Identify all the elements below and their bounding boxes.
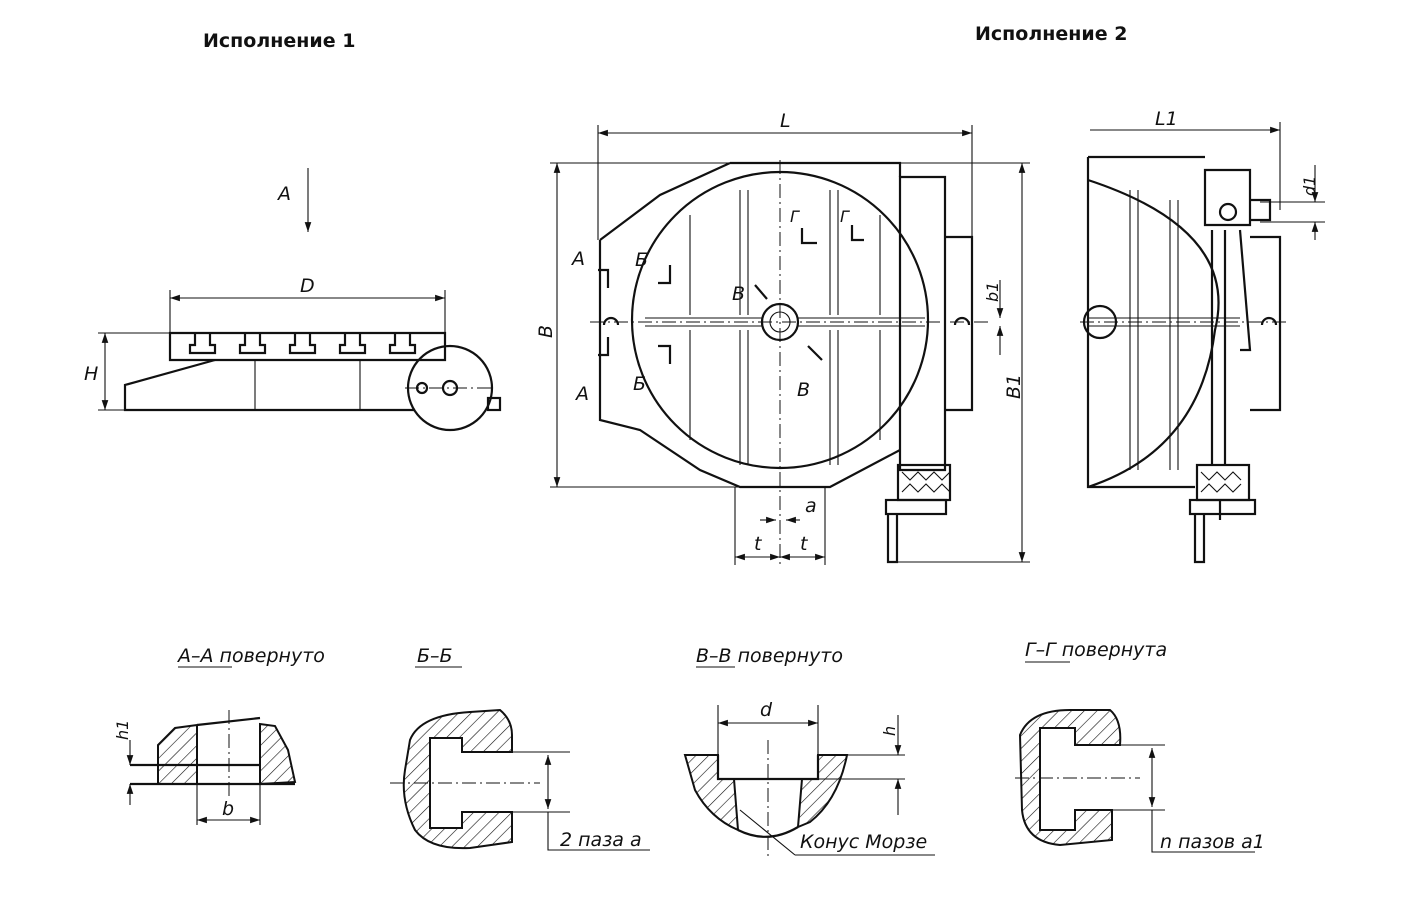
version-2-title: Исполнение 2 [975, 23, 1127, 45]
dim-h-section-label: h [880, 726, 899, 736]
dim-b-section-label: b [222, 798, 234, 820]
dim-t-right-label: t [800, 533, 809, 555]
dim-l1-label: L1 [1155, 108, 1178, 130]
dim-b-label: B [535, 325, 557, 338]
cut-a-bottom-label: A [574, 383, 589, 405]
view-version-1: A D H [84, 168, 502, 432]
section-v-v: В–В повернуто d h Конус Морзе [683, 645, 935, 860]
n-slots-note: n пазов a1 [1160, 831, 1265, 853]
section-a-a: А–А повернуто h1 b [113, 645, 325, 825]
view-arrow-label: A [276, 183, 291, 205]
dim-b1-small-label: b1 [983, 282, 1002, 302]
dim-d1-label: d1 [1300, 176, 1319, 196]
morse-taper-note: Конус Морзе [800, 831, 927, 853]
section-bb-title: Б–Б [417, 645, 453, 667]
section-b-b: Б–Б 2 паза a [390, 645, 650, 851]
section-g-g: Г–Г повернута n пазов a1 [1015, 639, 1265, 853]
section-vv-title: В–В повернуто [696, 645, 843, 667]
two-slots-note: 2 паза a [560, 829, 642, 851]
dim-a-label: a [805, 495, 817, 517]
dim-l-label: L [780, 110, 791, 132]
cut-g-left-label: Г [790, 207, 800, 226]
cut-b-top-label: Б [635, 249, 648, 271]
dim-h-label: H [84, 363, 98, 385]
view-version-2-front: L B B1 A A Б Б Г Г В В t t [535, 110, 1030, 565]
dim-h1-label: h1 [113, 720, 132, 740]
section-aa-title: А–А повернуто [176, 645, 325, 667]
dim-d-section-label: d [760, 699, 773, 721]
view-version-2-side: L1 d1 [1080, 108, 1325, 564]
cut-a-top-label: A [570, 248, 585, 270]
dim-d-label: D [300, 275, 315, 297]
dim-t-left-label: t [754, 533, 763, 555]
cut-v-top-label: В [732, 283, 745, 305]
version-1-title: Исполнение 1 [203, 30, 355, 52]
dim-b1-label: B1 [1003, 374, 1025, 399]
cut-b-bottom-label: Б [633, 373, 646, 395]
cut-v-bottom-label: В [797, 379, 810, 401]
section-gg-title: Г–Г повернута [1025, 639, 1167, 661]
cut-g-right-label: Г [840, 207, 850, 226]
